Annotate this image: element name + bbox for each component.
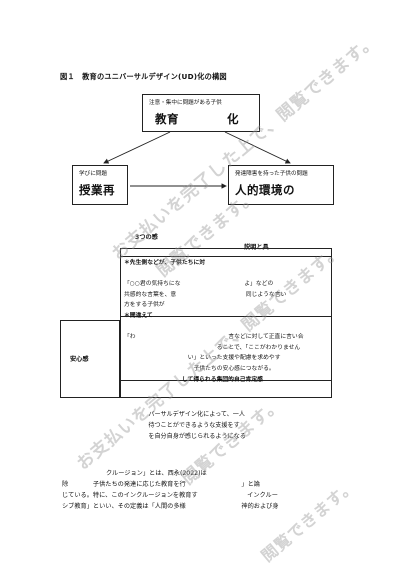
table-divider	[120, 256, 332, 257]
table-line: バーサルデザイン化によって、一人	[124, 411, 245, 418]
arrow-top-to-right	[224, 131, 291, 164]
figure-title: 図１ 教育のユニバーサルデザイン(UD)化の構図	[60, 72, 227, 81]
table-line: 待つことができるような支援をす	[124, 422, 240, 429]
table-line: 方をする子供が	[124, 302, 165, 309]
table-line: い」といった支援や配慮を求めやす	[124, 355, 281, 362]
box-right-environment: 発達障害を持った子供の問題 人的環境の	[228, 165, 334, 205]
box-left-subtitle: 学びに問題	[79, 171, 107, 177]
table-line: して得られる集団的自己肯定感	[124, 376, 263, 383]
row-label-anshinkan: 安心感	[70, 356, 89, 363]
box-top-main: 教育 化	[143, 106, 259, 127]
table-line: ＊間違えて	[124, 312, 153, 319]
box-left-lesson: 学びに問題 授業再	[72, 165, 128, 205]
arrow-top-to-left	[103, 131, 171, 164]
paragraph-line: クルージョン」とは、西永(2022)は	[106, 470, 207, 477]
box-top-subtitle: 注意・集中に問題がある子供	[149, 100, 222, 106]
box-right-main: 人的環境の	[235, 183, 295, 197]
table-text-block: ＊先生側などが、子供たちに対 「○○君の気持ちにな よ」などの 共感的な言葉を、…	[124, 258, 304, 385]
table-line	[124, 269, 304, 280]
box-right-subtitle: 発達障害を持った子供の問題	[235, 171, 308, 177]
box-top-main-right: 化	[227, 112, 239, 126]
section-right-heading: 説明と具	[244, 244, 269, 251]
table-divider	[120, 380, 332, 381]
table-line: 「○○君の気持ちにな よ」などの	[124, 281, 274, 288]
table-divider	[120, 316, 332, 317]
paragraph-line: シブ教育」といい、その定義は「人間の多様 神的および身	[62, 503, 279, 510]
explanation-table	[120, 248, 332, 398]
table-line: 「わ 言などに対して正直に言い合	[124, 334, 304, 341]
table-line	[124, 398, 246, 409]
box-top-ud: 注意・集中に問題がある子供 教育 化	[142, 94, 260, 132]
table-line: ＊先生側などが、子供たちに対	[124, 260, 206, 266]
table-line	[124, 322, 304, 333]
paragraph-line: じている。特に、このインクルージョンを教育す インクルー	[62, 492, 278, 499]
section-title: 3つの感	[135, 234, 158, 241]
paragraph-line: 除 子供たちの発達に応じた教育を行 」と論	[62, 481, 260, 488]
box-left-main: 授業再	[79, 183, 115, 197]
table-row-label-cell	[60, 320, 120, 398]
table-divider	[60, 320, 120, 321]
table-line: 子供たちの安心感につながる。	[124, 365, 275, 372]
table-line: ることで、「ここがわかりません	[124, 344, 301, 351]
table-line: を自分自身が感じられるようになる	[124, 433, 246, 440]
box-top-main-left: 教育	[155, 112, 179, 126]
table-line: 共感的な言葉を、意 同じような言い	[124, 291, 287, 298]
table-text-block-lower: バーサルデザイン化によって、一人 待つことができるような支援をす を自分自身が感…	[124, 398, 246, 442]
body-paragraph: クルージョン」とは、西永(2022)は 除 子供たちの発達に応じた教育を行 」と…	[62, 468, 279, 512]
